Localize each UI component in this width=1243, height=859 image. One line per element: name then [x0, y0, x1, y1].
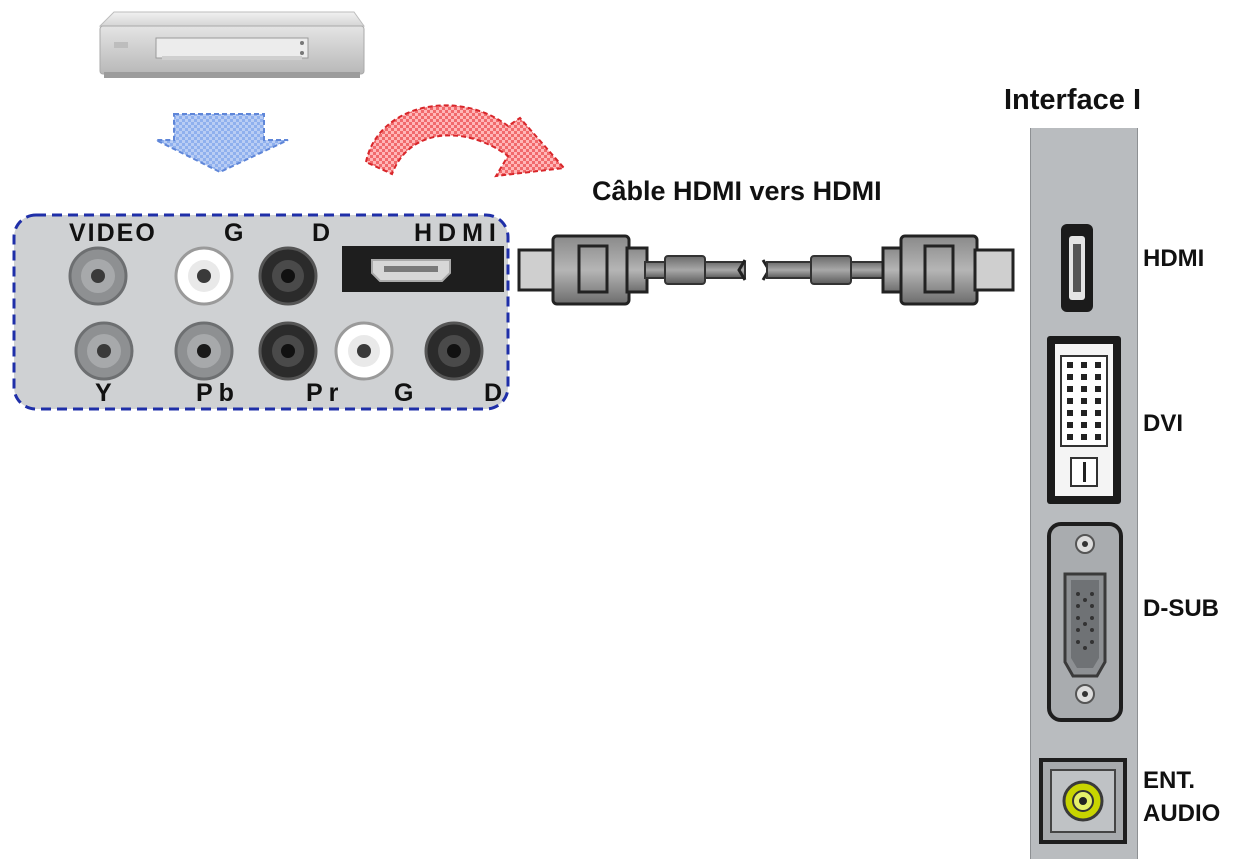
cable-break-icon — [737, 259, 747, 281]
audio-left-bottom-jack[interactable] — [334, 321, 394, 381]
tv-dvi-port[interactable] — [1047, 336, 1121, 504]
hdmi-cable — [517, 234, 1015, 306]
source-device-illustration — [98, 11, 365, 78]
tv-label-audio-line2: AUDIO — [1143, 800, 1221, 827]
tv-label-dsub: D-SUB — [1143, 595, 1219, 622]
cable-label: Câble HDMI vers HDMI — [592, 176, 882, 206]
label-g-bottom: G — [394, 379, 416, 407]
tv-audio-in-jack[interactable] — [1039, 758, 1127, 844]
tv-dsub-port[interactable] — [1047, 522, 1123, 722]
down-arrow-icon — [155, 113, 289, 174]
pr-jack[interactable] — [258, 321, 318, 381]
label-g-top: G — [224, 219, 246, 247]
audio-right-bottom-jack[interactable] — [424, 321, 484, 381]
label-video: VIDEO — [69, 219, 157, 247]
tv-hdmi-port[interactable] — [1061, 224, 1093, 312]
label-hdmi-out: HDMI — [414, 219, 502, 247]
audio-right-top-jack[interactable] — [258, 246, 318, 306]
tv-label-hdmi: HDMI — [1143, 245, 1205, 272]
tv-label-dvi: DVI — [1143, 410, 1184, 437]
curved-arrow-icon — [364, 104, 567, 178]
audio-left-top-jack[interactable] — [174, 246, 234, 306]
y-jack[interactable] — [74, 321, 134, 381]
label-d-top: D — [312, 219, 333, 247]
pb-jack[interactable] — [174, 321, 234, 381]
video-jack[interactable] — [68, 246, 128, 306]
hdmi-out-port[interactable] — [342, 246, 504, 292]
hdmi-plug-right — [881, 234, 1015, 306]
label-pr: Pr — [306, 379, 345, 407]
tv-label-audio-line1: ENT. — [1143, 767, 1196, 794]
tv-side-panel — [1030, 128, 1138, 859]
interface-title: Interface I — [1004, 84, 1141, 116]
label-y: Y — [95, 379, 114, 407]
hdmi-plug-left — [517, 234, 649, 306]
player-rear-panel: VIDEO G D HDMI — [12, 213, 510, 411]
label-d-bottom: D — [484, 379, 505, 407]
label-pb: Pb — [196, 379, 240, 407]
